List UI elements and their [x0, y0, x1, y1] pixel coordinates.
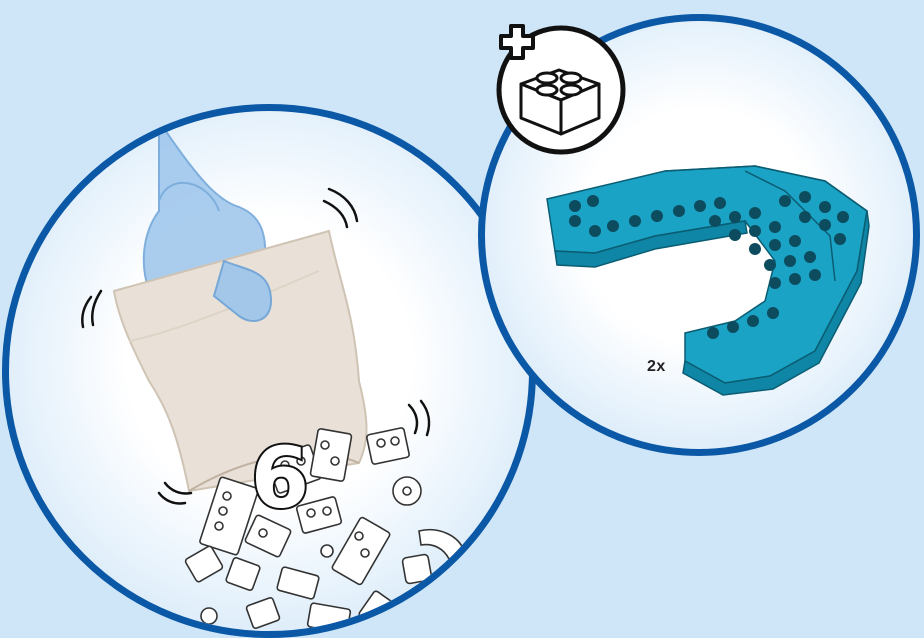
instruction-panel: 6 — [0, 0, 924, 623]
bag-illustration — [9, 111, 536, 638]
bag-circle: 6 — [2, 104, 536, 638]
add-brick-icon — [493, 22, 629, 158]
quantity-label: 2x — [647, 358, 666, 376]
bag-number: 6 — [245, 433, 315, 523]
